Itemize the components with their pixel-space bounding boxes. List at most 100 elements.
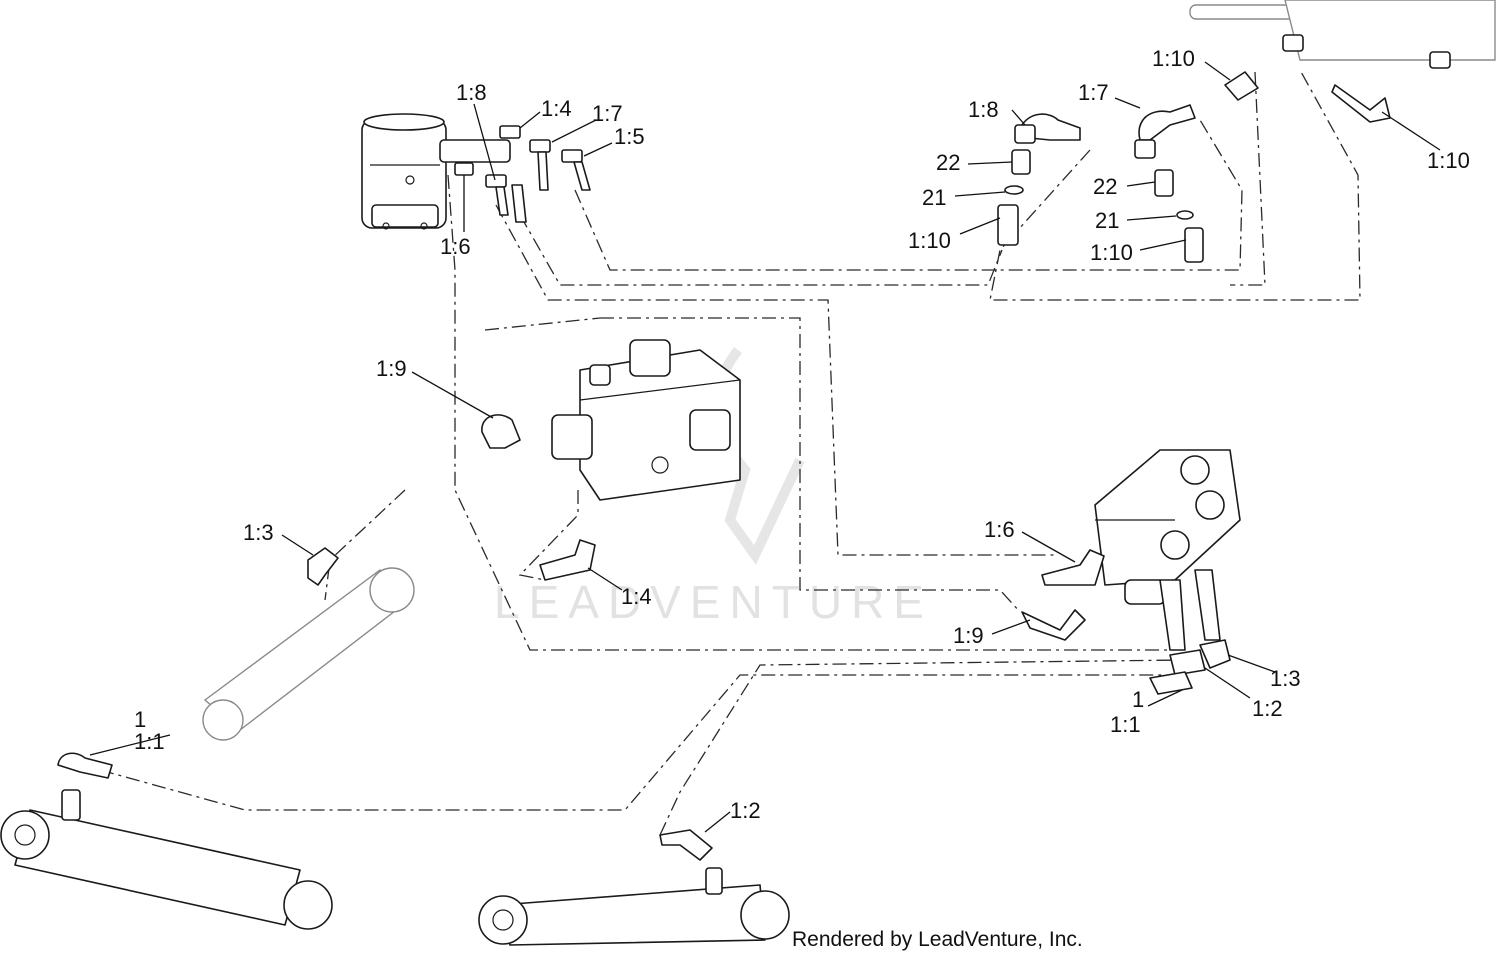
callout-1-6-top: 1:6 [440,234,471,259]
hose-route-l [659,659,1186,836]
cylinder-rod [1189,4,1301,20]
callout-22-b: 22 [1093,174,1117,199]
bc-cylinder-port [705,867,723,895]
bl-cylinder-eye [0,810,50,860]
bl-cylinder-clevis [283,880,333,930]
fitting-1-10-top [1224,71,1259,101]
leader-1-7-mid [1114,97,1141,109]
elbow-1-6-right [1041,549,1105,586]
bc-cylinder-eye-hole [492,909,514,931]
leader-1-2-bottom [704,811,731,833]
fitting-1-10-b [1184,227,1204,263]
fitting-1-10-right [1331,84,1391,123]
fitting-1-7-top [529,139,551,153]
leader-22-a [967,161,1013,165]
callout-1-9-right: 1:9 [953,623,984,648]
lift-valve-spool [1160,530,1190,560]
bl-cylinder-port [61,789,81,821]
callout-1-8-mid: 1:8 [968,97,999,122]
leader-lines [89,61,1441,833]
leader-1-10-b [1139,239,1187,251]
callout-1-5: 1:5 [614,124,645,149]
steering-valve-port-block [439,139,511,163]
callout-1-3-right: 1:3 [1270,666,1301,691]
callout-1-10-a: 1:10 [908,228,951,253]
elbow-1-2-bottom [659,829,713,861]
callout-1-3-left: 1:3 [243,520,274,545]
valve-block-top-fitting [629,339,671,377]
leader-1-2-right [1204,667,1251,699]
fitting-1-10-a [997,204,1019,246]
hose-route-b [495,204,1055,556]
lift-valve-assembly [1021,449,1241,695]
lift-valve-spool [1195,490,1225,520]
valve-block-solenoid-left [551,414,593,460]
elbow-1-1-left [57,752,113,779]
callout-1-8-top: 1:8 [456,80,487,105]
callout-1-6-right: 1:6 [984,517,1015,542]
control-valve-block [481,339,741,581]
hose-end-1-8-top [495,186,509,216]
hose-route-a [447,174,1175,651]
leader-1-3-right [1227,654,1276,673]
hose-route-c [519,214,1003,286]
leader-21-b [1126,215,1177,221]
valve-block-cap [589,364,611,386]
elbow-1-7-mid [1138,104,1196,141]
fitting-1-6-top [454,162,474,176]
elbow-1-1-right [1149,671,1193,695]
leader-1-7-top [551,119,597,143]
bc-cylinder-barrel [499,884,766,946]
cylinder-port-right [1429,51,1451,69]
rendered-by-credit: Rendered by LeadVenture, Inc. [792,928,1083,951]
hose-end-1-6-top [511,184,527,223]
callout-1-2-right: 1:2 [1252,696,1283,721]
fitting-1-4-top [499,125,521,139]
callout-1-1-right: 1:1 [1110,712,1141,737]
leader-21-a [954,191,1006,197]
leader-1-3-left [281,534,314,556]
leader-1-9-right [991,619,1031,635]
steering-valve-bolt [420,222,428,230]
lift-cylinder-bottom-center [478,829,790,946]
callout-1-left: 1 [134,707,146,732]
light-cylinder-end [369,567,415,613]
callout-1-7-top: 1:7 [592,101,623,126]
hose-end-1-7-top [537,151,549,191]
lift-cylinder-bottom-left [0,752,333,930]
leader-1-8-top [473,103,496,181]
adapter-22-a [1011,149,1031,175]
valve-block-port [651,456,669,474]
lift-valve-port [1124,579,1166,605]
leader-1-10-right [1381,111,1441,151]
elbow-1-9-left [481,414,521,449]
elbow-1-2-right [1169,649,1206,676]
leader-1-6-right [1021,531,1076,563]
hose-route-k [99,674,1165,811]
leader-1-10-top [1204,61,1231,81]
nut-1-7-mid [1134,139,1156,159]
elbow-1-9-right [1021,609,1086,641]
steering-cylinder-top-right [1189,0,1496,123]
callout-1-right: 1 [1132,687,1144,712]
leader-1-right [1147,689,1183,707]
callout-1-9-left: 1:9 [376,356,407,381]
fitting-1-5 [561,149,583,163]
elbow-1-3-right [1199,639,1231,669]
steering-valve [361,113,511,230]
leader-22-b [1126,181,1156,187]
callout-21-a: 21 [922,185,946,210]
callout-1-4-mid: 1:4 [621,584,652,609]
fitting-1-8-top [485,174,507,188]
elbow-1-4-mid [539,539,596,581]
leader-1-10-a [959,217,1001,235]
leader-1-4-top [519,111,541,129]
steering-valve-top [363,113,445,131]
cylinder-barrel [1284,0,1496,61]
leader-1-1-left [89,734,171,756]
leader-1-8-mid [1011,109,1026,126]
callout-1-10-right: 1:10 [1427,148,1470,173]
steering-valve-bolt [405,175,415,185]
